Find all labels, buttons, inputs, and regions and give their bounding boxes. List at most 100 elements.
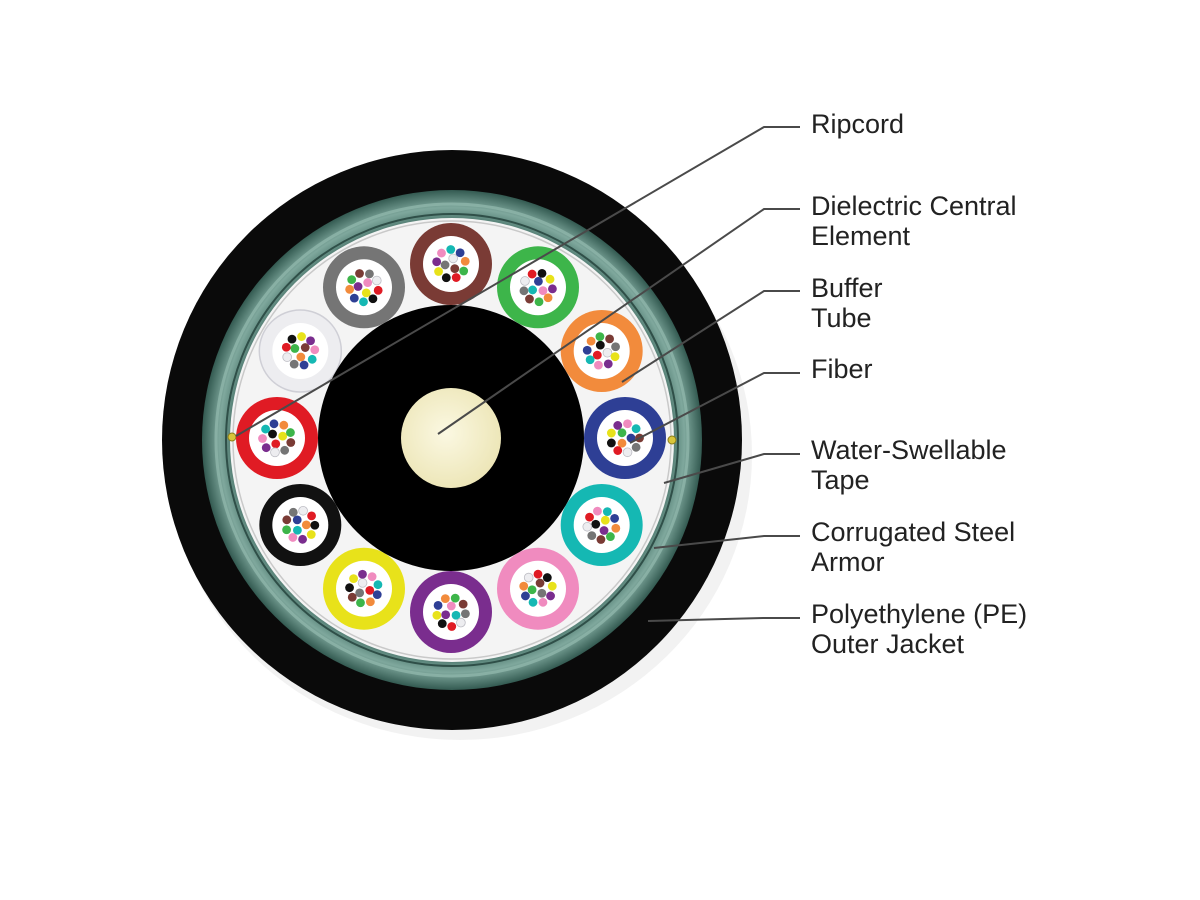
fiber [519, 286, 529, 296]
fiber [602, 347, 613, 358]
fiber [596, 535, 606, 544]
fiber [437, 248, 446, 258]
fiber [345, 284, 355, 294]
fiber [626, 433, 636, 443]
fiber [587, 531, 597, 540]
fiber [287, 334, 297, 344]
fiber [459, 266, 469, 276]
fiber [298, 505, 308, 516]
fiber [460, 609, 470, 619]
label-pe-outer-jacket-line-1: Polyethylene (PE) [811, 599, 1027, 629]
leader-line-dielectric-central-element [437, 208, 800, 435]
fiber [367, 572, 377, 582]
fiber [359, 297, 368, 307]
fiber [288, 507, 298, 517]
fiber [543, 293, 553, 303]
fiber [281, 342, 291, 352]
fiber [611, 342, 620, 352]
fiber [458, 599, 468, 609]
fiber [282, 352, 292, 362]
fiber [548, 284, 557, 294]
fiber [447, 622, 457, 631]
fiber [347, 275, 357, 285]
fiber [546, 591, 555, 601]
fiber [373, 580, 383, 590]
fiber [537, 268, 547, 278]
fiber [307, 511, 316, 521]
fiber [448, 253, 458, 264]
fiber [269, 419, 279, 429]
dielectric-central-element-rod [401, 388, 501, 488]
buffer-tube-interior [573, 323, 630, 379]
buffer-tube-interior [336, 560, 392, 617]
fiber [521, 591, 530, 601]
fiber [528, 285, 538, 295]
buffer-tube-brown [410, 223, 492, 305]
buffer-tube-black [259, 484, 342, 566]
fiber [357, 578, 368, 588]
label-corrugated-steel-armor: Corrugated Steel Armor [811, 517, 1023, 577]
fiber [610, 352, 620, 362]
leader-line-fiber [629, 372, 800, 444]
ripcord-right [667, 435, 677, 445]
buffer-tube-green [497, 246, 579, 329]
fiber [432, 257, 442, 267]
fiber [365, 597, 375, 607]
fiber [261, 424, 270, 434]
buffer-tube-interior [272, 497, 329, 553]
fiber [286, 438, 296, 447]
fiber [534, 276, 543, 286]
fiber [368, 294, 378, 304]
fiber [280, 445, 290, 455]
fiber [456, 617, 466, 628]
buffer-tube-interior [510, 560, 566, 617]
label-water-swellable-tape-line-1: Water-Swellable [811, 435, 1007, 465]
label-water-swellable-tape-line-2: Tape [811, 465, 870, 495]
fiber [606, 428, 616, 438]
fiber [365, 585, 375, 595]
fiber [345, 583, 354, 593]
leader-line-pe-outer-jacket [647, 617, 800, 622]
buffer-tube-interior [597, 410, 653, 466]
fiber [455, 248, 465, 258]
fiber [292, 515, 302, 525]
buffer-tube-red [236, 397, 318, 479]
fiber [307, 354, 317, 364]
fiber [538, 286, 548, 296]
buffer-tube-interior [249, 410, 305, 466]
buffer-tube-violet [410, 571, 492, 653]
fiber [586, 336, 596, 346]
leader-line-ripcord [235, 126, 800, 437]
fiber [440, 260, 450, 270]
fiber [599, 526, 609, 535]
armor-highlight-ring [214, 202, 690, 678]
fiber [361, 288, 371, 298]
fiber [353, 282, 363, 291]
fiber [306, 530, 316, 539]
fiber [631, 424, 641, 434]
fiber [355, 269, 364, 278]
fiber [545, 274, 555, 284]
fiber [600, 515, 610, 525]
leader-line-water-swellable-tape [663, 453, 800, 484]
fiber [355, 588, 365, 598]
fiber [525, 294, 534, 304]
fiber [261, 443, 271, 453]
fiber [591, 519, 601, 529]
fiber [268, 429, 277, 439]
fiber [535, 578, 545, 588]
fiber [432, 610, 442, 620]
label-dielectric-central-element-line-1: Dielectric Central [811, 191, 1017, 221]
fiber [433, 601, 443, 610]
fiber [547, 581, 557, 591]
fiber [365, 269, 374, 279]
label-corrugated-steel-armor-line-2: Armor [811, 547, 885, 577]
fiber [537, 588, 547, 598]
label-fiber-line-1: Fiber [811, 354, 873, 384]
fiber [528, 597, 538, 607]
label-pe-outer-jacket: Polyethylene (PE) Outer Jacket [811, 599, 1035, 659]
fiber [446, 601, 456, 611]
fiber [278, 431, 288, 441]
fiber [271, 439, 281, 449]
label-buffer-tube: Buffer Tube [811, 273, 890, 333]
